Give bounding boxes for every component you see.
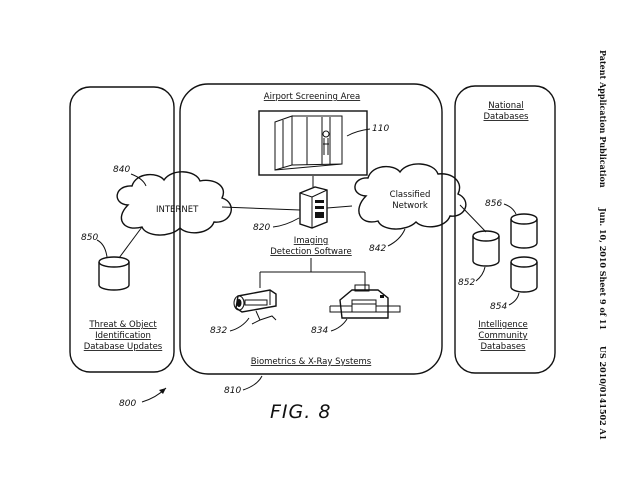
ref-810: 810 bbox=[224, 386, 241, 396]
leader-852 bbox=[475, 266, 486, 282]
leader-850 bbox=[96, 239, 108, 258]
threat-database-icon bbox=[98, 256, 130, 291]
database-icon-852 bbox=[472, 230, 500, 267]
software-line-1: Imaging bbox=[294, 236, 329, 246]
ref-850: 850 bbox=[81, 233, 98, 243]
internet-to-computer-line bbox=[221, 206, 301, 211]
database-icon-856 bbox=[510, 213, 538, 249]
right-footer-line-2: Community bbox=[478, 331, 527, 341]
internet-cloud bbox=[116, 171, 232, 236]
right-footer-line-3: Databases bbox=[481, 342, 527, 352]
right-footer-line-1: Intelligence bbox=[478, 320, 527, 330]
ref-852: 852 bbox=[458, 278, 475, 288]
device-bracket bbox=[259, 258, 366, 290]
header-publication: Patent Application Publication bbox=[598, 50, 608, 188]
network-to-databases-line bbox=[459, 204, 487, 233]
classified-network-cloud bbox=[354, 163, 467, 230]
leader-842 bbox=[387, 228, 406, 247]
ref-820: 820 bbox=[253, 223, 270, 233]
booth-frame bbox=[258, 110, 368, 176]
right-title-line-1: National bbox=[488, 101, 523, 111]
leader-820 bbox=[272, 217, 300, 228]
center-panel-box bbox=[179, 83, 443, 375]
leader-110 bbox=[346, 128, 371, 137]
computer-to-network-line bbox=[326, 205, 353, 209]
db-to-internet-line bbox=[118, 226, 143, 259]
header-date-sheet: Jun. 10, 2010 Sheet 9 of 11 bbox=[598, 207, 608, 330]
right-panel-box bbox=[454, 85, 556, 374]
leader-854 bbox=[508, 292, 520, 306]
leader-832 bbox=[229, 317, 250, 332]
ref-834: 834 bbox=[311, 326, 328, 336]
left-title-line-2: Identification bbox=[95, 331, 151, 341]
leader-856 bbox=[503, 203, 517, 215]
network-line-2: Network bbox=[392, 201, 428, 211]
screening-booth-icon bbox=[274, 115, 343, 171]
center-panel-footer: Biometrics & X-Ray Systems bbox=[251, 357, 372, 367]
network-line-1: Classified bbox=[390, 190, 431, 200]
ref-842: 842 bbox=[369, 244, 386, 254]
software-line-2: Detection Software bbox=[270, 247, 351, 257]
figure-caption: FIG. 8 bbox=[270, 401, 331, 423]
internet-label: INTERNET bbox=[156, 205, 199, 215]
leader-834 bbox=[330, 318, 348, 332]
right-title-line-2: Databases bbox=[484, 112, 530, 122]
left-title-line-3: Database Updates bbox=[84, 342, 163, 352]
header-pub-number: US 2010/0141502 A1 bbox=[598, 346, 608, 440]
arrowhead-800 bbox=[159, 388, 166, 394]
ref-800: 800 bbox=[119, 399, 136, 409]
computer-tower-icon bbox=[299, 186, 328, 229]
leader-840 bbox=[130, 173, 147, 187]
ref-832: 832 bbox=[210, 326, 227, 336]
left-panel-box bbox=[69, 86, 175, 373]
ref-110: 110 bbox=[372, 124, 389, 134]
ref-854: 854 bbox=[490, 302, 507, 312]
camera-icon bbox=[233, 289, 277, 325]
ref-840: 840 bbox=[113, 165, 130, 175]
leader-810 bbox=[242, 375, 263, 391]
xray-machine-icon bbox=[329, 284, 401, 319]
database-icon-854 bbox=[510, 256, 538, 293]
ref-856: 856 bbox=[485, 199, 502, 209]
left-title-line-1: Threat & Object bbox=[88, 320, 157, 330]
center-panel-title: Airport Screening Area bbox=[264, 92, 360, 102]
